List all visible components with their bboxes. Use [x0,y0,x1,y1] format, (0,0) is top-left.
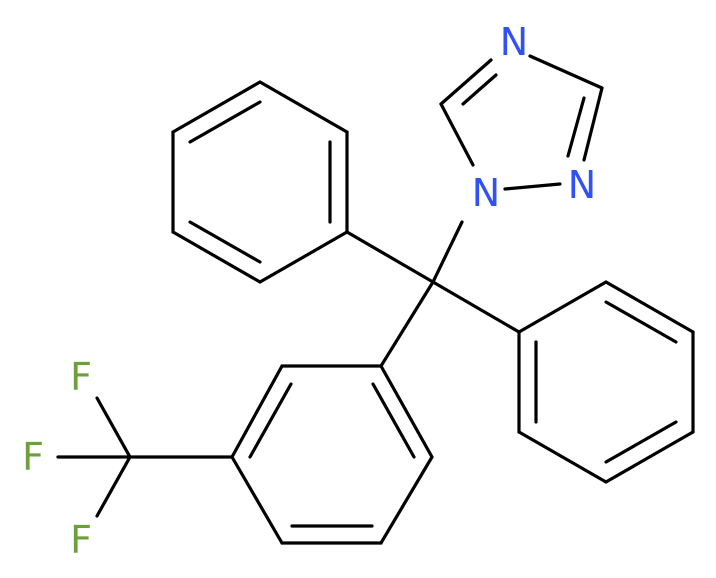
phenyl-ring-lower [230,364,434,545]
atom-label-n-right: N [568,163,596,207]
phenyl-ring-right [517,280,695,484]
atom-label-n-center: N [472,171,500,215]
triazole-ring [439,54,604,191]
central-carbon-bonds [345,220,521,368]
atom-label-f-top: F [70,355,92,399]
atom-label-f-middle: F [22,435,44,479]
phenyl-ring-upper-left [171,80,349,284]
atom-label-f-bottom: F [70,518,92,562]
atom-label-n-top: N [500,20,528,64]
trifluoromethyl-group [56,396,234,518]
